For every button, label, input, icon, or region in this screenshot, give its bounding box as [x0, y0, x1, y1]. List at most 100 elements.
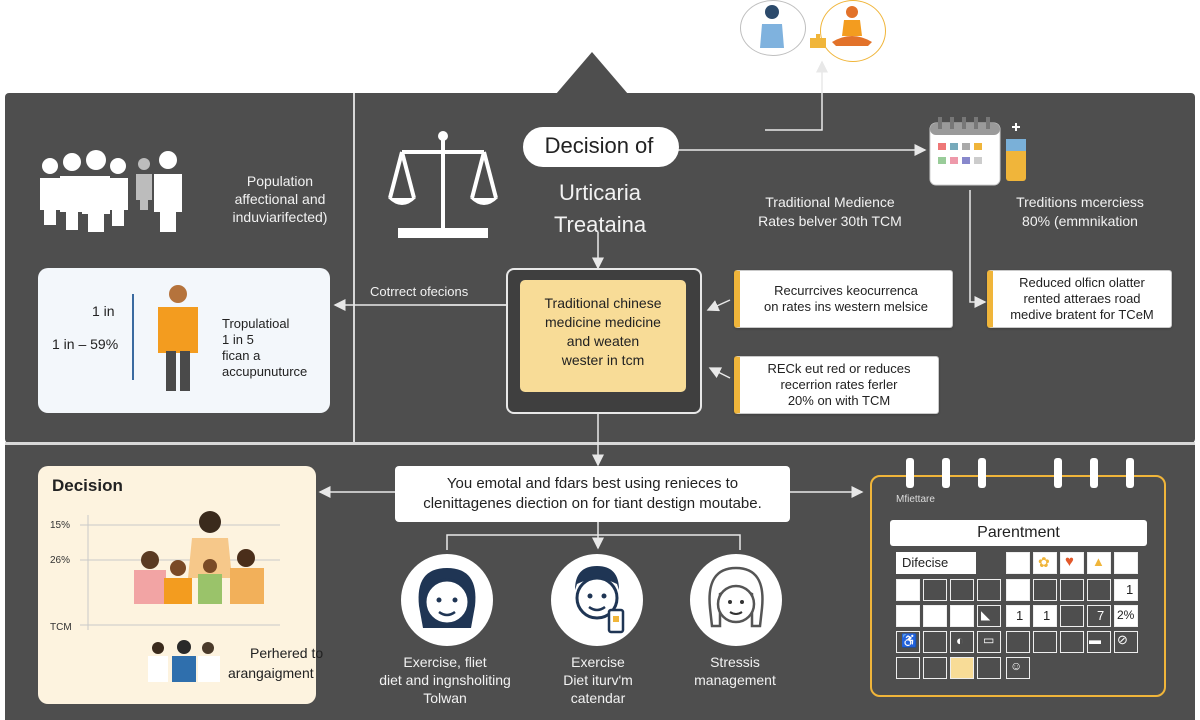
top-divider: [353, 93, 355, 443]
face-caption-2: Exercise Diet iturv'm catendar: [520, 653, 676, 707]
calendar-cell: [1060, 552, 1084, 574]
calendar-cell: [1033, 579, 1057, 601]
calendar-ring: [1054, 458, 1062, 488]
reduced-line-1: Reduced olficn olatter: [1019, 275, 1145, 290]
calendar-cell: [950, 631, 974, 653]
calendar-heart-icon: ♥: [1065, 553, 1074, 570]
stats-right-line-4: accupunuturce: [222, 364, 308, 379]
calendar-cell: [950, 579, 974, 601]
calendar-cell: [950, 657, 974, 679]
calendar-ring: [1126, 458, 1134, 488]
correct-options-label: Cotrrect ofecions: [370, 284, 469, 299]
calendar-cell: [977, 631, 1001, 653]
calendar-cell: [1033, 605, 1057, 627]
child-icon: [760, 5, 784, 48]
calendar-cell: [1114, 579, 1138, 601]
calendar-cell: [1033, 552, 1057, 574]
center-line-1: Traditional chinese: [544, 295, 662, 311]
face-caption-2-line-1: Exercise: [571, 654, 625, 670]
reck-line-1: RECk eut red or reduces: [767, 361, 911, 376]
calendar-cell: [1087, 631, 1111, 653]
people-group-icon: [40, 150, 182, 232]
recurrence-box: Recurrcives keocurrenca on rates ins wes…: [734, 270, 953, 328]
calendar-row-label: Difecise: [896, 552, 976, 574]
calendar-cell: [1006, 631, 1030, 653]
center-line-3: and weaten: [566, 333, 640, 349]
woman-face-icon: [418, 568, 476, 628]
calendar-number-4: 7: [1097, 608, 1105, 623]
person-icon: [158, 285, 198, 391]
meditation-icon: [832, 6, 872, 46]
calendar-header: Parentment: [890, 520, 1147, 546]
small-people-icon: [148, 640, 220, 682]
calendar-cell: [1006, 605, 1030, 627]
face-caption-1-line-3: Tolwan: [423, 690, 467, 706]
decision-footer: Perhered to arangaigment: [228, 643, 323, 683]
calendar-cell: [1060, 631, 1084, 653]
calendar-shoe-icon: ◣: [981, 608, 991, 622]
banner-line-1: You emotal and fdars best using renieces…: [446, 475, 739, 492]
calendar-number-3: 1: [1043, 608, 1051, 623]
calendar-cell: [923, 657, 947, 679]
trad-medicine-line-2: Rates belver 30th TCM: [758, 213, 902, 229]
calendar-cell: [1006, 657, 1030, 679]
stats-right-line-3: fican a: [222, 348, 261, 363]
calendar-cell: [977, 605, 1001, 627]
calendar-cell: [1087, 579, 1111, 601]
center-box: Traditional chinese medicine medicine an…: [520, 280, 686, 392]
center-line-2: medicine medicine: [545, 314, 661, 330]
trad-mercies-line-1: Treditions mcerciess: [1016, 194, 1144, 210]
calendar-cell: [1114, 631, 1138, 653]
middle-divider: [5, 442, 1195, 445]
face-caption-2-line-2: Diet iturv'm: [563, 672, 633, 688]
title-line-1: Decision of: [544, 133, 654, 158]
calendar-cell: [896, 657, 920, 679]
calendar-icon: [929, 117, 1026, 186]
reduced-line-3: medive bratent for TCeM: [1010, 307, 1154, 322]
calendar-cell: [923, 605, 947, 627]
calendar-ring: [978, 458, 986, 488]
stats-right-text: Tropulatioal 1 in 5 fican a accupunuturc…: [222, 316, 307, 380]
calendar-ring: [906, 458, 914, 488]
reck-line-2: recerrion rates ferler: [780, 377, 898, 392]
decision-tick-2: 26%: [50, 555, 71, 566]
puzzle-icon: [810, 34, 826, 48]
calendar-rings: [870, 458, 1166, 488]
calendar-flower-icon: ✿: [1038, 554, 1050, 570]
center-line-4: wester in tcm: [561, 352, 645, 368]
calendar-grid: ✿ ♥ ▲ 1 1 1 7 2% ⊓ ◣ ♿ ◐ ▭ ▬ ⊘ ☺: [896, 552, 1146, 682]
calendar-cell: [896, 605, 920, 627]
stats-left-line-2: 1 in – 59%: [52, 336, 119, 352]
calendar-cell: [1060, 605, 1084, 627]
calendar-ring: [1090, 458, 1098, 488]
banner-box: You emotal and fdars best using renieces…: [395, 466, 790, 522]
decision-tick-1: 15%: [50, 520, 71, 531]
population-line-2: affectional and: [234, 191, 326, 207]
calendar-person-icon: ☺: [1010, 659, 1023, 673]
calendar-number-2: 1: [1016, 608, 1024, 623]
calendar-cell: [1006, 579, 1030, 601]
calendar-panel: [870, 475, 1166, 697]
calendar-cell: [923, 579, 947, 601]
calendar-bag-icon: ⊓: [1011, 583, 1021, 597]
face-caption-1-line-2: diet and ingnsholiting: [379, 672, 511, 688]
decision-title: Decision: [52, 476, 123, 495]
calendar-cell: [1060, 579, 1084, 601]
face-caption-2-line-3: catendar: [570, 690, 626, 706]
calendar-cell: [896, 631, 920, 653]
calendar-cell: [923, 631, 947, 653]
calendar-label: Mfiettare: [896, 494, 935, 505]
calendar-cell: [1087, 552, 1111, 574]
decision-tick-3: TCM: [50, 622, 72, 633]
face-caption-1: Exercise, fliet diet and ingnsholiting T…: [360, 653, 530, 707]
population-label: Population affectional and induviarifect…: [205, 172, 355, 226]
population-line-3: induviarifected): [232, 209, 328, 225]
population-line-1: Population: [246, 173, 314, 189]
calendar-cell: [1006, 552, 1030, 574]
face-caption-1-line-1: Exercise, fliet: [403, 654, 487, 670]
calendar-cell: [950, 605, 974, 627]
title-line-3: Treataina: [553, 212, 647, 237]
banner-line-2: clenittagenes diection on for tiant dest…: [423, 495, 762, 512]
recurrence-line-2: on rates ins western melsice: [763, 299, 928, 314]
face-caption-3: Stressis management: [665, 653, 805, 689]
